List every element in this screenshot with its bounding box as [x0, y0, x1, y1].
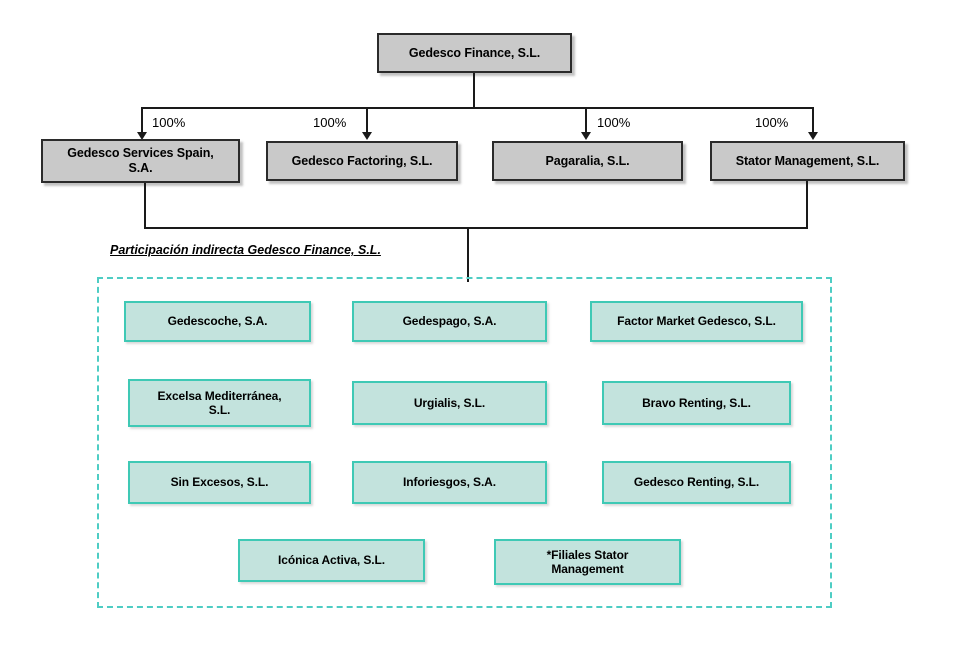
- node-filiales-stator-management[interactable]: *Filiales Stator Management: [494, 539, 681, 585]
- arrow-down-icon-2: [362, 132, 372, 140]
- connector-bus-level1: [142, 107, 814, 109]
- ownership-label-3: 100%: [597, 115, 631, 130]
- node-inforiesgos[interactable]: Inforiesgos, S.A.: [352, 461, 547, 504]
- node-gedesco-finance[interactable]: Gedesco Finance, S.L.: [377, 33, 572, 73]
- node-gedesco-factoring[interactable]: Gedesco Factoring, S.L.: [266, 141, 458, 181]
- connector-group-stem: [467, 227, 469, 282]
- ownership-label-1: 100%: [152, 115, 186, 130]
- connector-drop-2: [366, 107, 368, 135]
- node-gedesco-services-spain[interactable]: Gedesco Services Spain, S.A.: [41, 139, 240, 183]
- node-sin-excesos[interactable]: Sin Excesos, S.L.: [128, 461, 311, 504]
- connector-drop-4: [812, 107, 814, 135]
- node-bravo-renting[interactable]: Bravo Renting, S.L.: [602, 381, 791, 425]
- connector-drop-3: [585, 107, 587, 135]
- node-gedescoche[interactable]: Gedescoche, S.A.: [124, 301, 311, 342]
- connector-bus-level2: [144, 227, 808, 229]
- connector-root-stem: [473, 73, 475, 108]
- node-iconica-activa[interactable]: Icónica Activa, S.L.: [238, 539, 425, 582]
- arrow-down-icon-4: [808, 132, 818, 140]
- connector-merge-left: [144, 183, 146, 229]
- indirect-participation-group: [97, 277, 832, 608]
- arrow-down-icon-3: [581, 132, 591, 140]
- node-gedespago[interactable]: Gedespago, S.A.: [352, 301, 547, 342]
- ownership-label-2: 100%: [313, 115, 347, 130]
- indirect-group-caption: Participación indirecta Gedesco Finance,…: [110, 243, 381, 257]
- node-gedesco-renting[interactable]: Gedesco Renting, S.L.: [602, 461, 791, 504]
- connector-merge-right: [806, 181, 808, 229]
- node-pagaralia[interactable]: Pagaralia, S.L.: [492, 141, 683, 181]
- node-factor-market-gedesco[interactable]: Factor Market Gedesco, S.L.: [590, 301, 803, 342]
- node-excelsa-mediterranea[interactable]: Excelsa Mediterránea, S.L.: [128, 379, 311, 427]
- node-urgialis[interactable]: Urgialis, S.L.: [352, 381, 547, 425]
- node-stator-management[interactable]: Stator Management, S.L.: [710, 141, 905, 181]
- connector-drop-1: [141, 107, 143, 135]
- ownership-label-4: 100%: [755, 115, 789, 130]
- arrow-down-icon-1: [137, 132, 147, 140]
